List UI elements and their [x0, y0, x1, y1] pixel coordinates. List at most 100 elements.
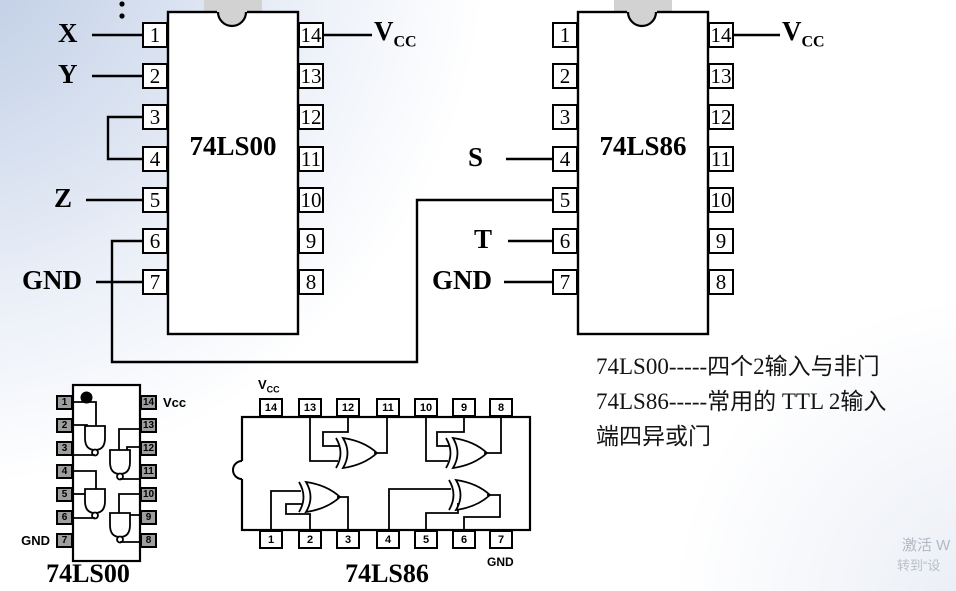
vcc-sub: CC: [266, 384, 280, 395]
label-gnd-ls86: GND: [432, 265, 492, 295]
small-ls00-pin-12: 12: [140, 441, 157, 456]
xor-gate-4: [454, 478, 492, 512]
small-ls86-gnd-label: GND: [487, 555, 514, 569]
ls86-chip-body: [576, 0, 710, 336]
ls00-pin-11: 11: [298, 146, 324, 172]
ls86-pin-13: 13: [708, 63, 734, 89]
label-y: Y: [58, 59, 78, 89]
ls86-pin-2: 2: [552, 63, 578, 89]
small-ls86-pin-6: 6: [452, 530, 476, 549]
small-ls00-pin-4: 4: [56, 464, 73, 479]
small-ls86-pin-14: 14: [259, 398, 283, 417]
small-ls86-pin-9: 9: [452, 398, 476, 417]
xor-gate-1: [341, 436, 379, 470]
ls00-pin-5: 5: [142, 187, 168, 213]
small-ls00-pin-8: 8: [140, 533, 157, 548]
small-ls86-pin-12: 12: [336, 398, 360, 417]
ls00-pin-6: 6: [142, 228, 168, 254]
small-ls00-body: [71, 383, 142, 563]
wire-pin6-to-ls86-pin5: [110, 198, 552, 364]
small-ls00-gates: [73, 401, 140, 544]
small-ls86-pin-2: 2: [298, 530, 322, 549]
small-ls00-pin-9: 9: [140, 510, 157, 525]
wire-pin3-pin4-bracket: [106, 115, 142, 161]
ls86-pin-11: 11: [708, 146, 734, 172]
ellipsis-dots: [119, 1, 125, 19]
ls00-pin-8: 8: [298, 269, 324, 295]
small-ls86-body: [232, 415, 532, 532]
label-vcc-ls86: VCC: [782, 16, 825, 51]
small-ls86-pin-10: 10: [414, 398, 438, 417]
small-ls86-pin-8: 8: [489, 398, 513, 417]
ls00-notch: [216, 11, 248, 28]
small-ls86-pin-5: 5: [414, 530, 438, 549]
ls00-pin-12: 12: [298, 104, 324, 130]
note-line-2: 74LS86-----常用的 TTL 2输入: [596, 389, 887, 414]
vcc-base: V: [782, 16, 802, 46]
small-ls00-pin-11: 11: [140, 464, 157, 479]
ls00-pin-14: 14: [298, 22, 324, 48]
ls86-pin-5: 5: [552, 187, 578, 213]
label-t: T: [474, 224, 493, 254]
ls00-pin-1: 1: [142, 22, 168, 48]
label-gnd-ls00: GND: [22, 265, 82, 295]
label-vcc-ls00: VCC: [374, 16, 417, 51]
note-line-3: 端四异或门: [596, 424, 711, 449]
ls00-pin-9: 9: [298, 228, 324, 254]
schematic-wires: [86, 33, 780, 364]
small-ls00-vcc-label: Vcc: [163, 395, 187, 410]
ls86-pin-6: 6: [552, 228, 578, 254]
xor-gate-2-backarc: [445, 437, 452, 469]
small-ls86-pin-4: 4: [376, 530, 400, 549]
small-ls00-title: 74LS00: [46, 559, 130, 588]
ls00-pin-4: 4: [142, 146, 168, 172]
nand-gate-4: [109, 512, 131, 538]
small-ls86-gates: [270, 416, 502, 530]
pin1-marker-dot: [80, 391, 93, 404]
ls86-pin-1: 1: [552, 22, 578, 48]
ls86-pin-3: 3: [552, 104, 578, 130]
small-ls00-pin-7: 7: [56, 533, 73, 548]
ls00-pin-3: 3: [142, 104, 168, 130]
ls00-pin-10: 10: [298, 187, 324, 213]
vcc-sub: CC: [393, 33, 417, 51]
ls86-chip-name: 74LS86: [599, 131, 687, 161]
small-ls00-pin-6: 6: [56, 510, 73, 525]
small-ls86-pin-1: 1: [259, 530, 283, 549]
vcc-base: V: [374, 16, 394, 46]
small-ls86-pin-7: 7: [489, 530, 513, 549]
small-ls00-pin-3: 3: [56, 441, 73, 456]
small-ls86-title: 74LS86: [345, 559, 429, 588]
ls86-pin-9: 9: [708, 228, 734, 254]
activation-watermark-line-2: 转到“设: [897, 558, 941, 573]
ls86-pin-4: 4: [552, 146, 578, 172]
ls00-pin-7: 7: [142, 269, 168, 295]
ls86-pin-10: 10: [708, 187, 734, 213]
small-ls00-pin-1: 1: [56, 395, 73, 410]
xor-gate-3: [304, 480, 342, 514]
ls86-pin-7: 7: [552, 269, 578, 295]
label-x: X: [58, 18, 78, 48]
small-ls86-vcc-label: VCC: [258, 377, 280, 395]
xor-gate-2: [451, 436, 489, 470]
xor-gate-4-backarc: [448, 479, 455, 511]
note-line-1: 74LS00-----四个2输入与非门: [596, 354, 880, 379]
ls00-pin-2: 2: [142, 63, 168, 89]
ls86-notch: [626, 11, 658, 28]
small-ls86-pin-3: 3: [336, 530, 360, 549]
small-ls00-pin-13: 13: [140, 418, 157, 433]
xor-gate-3-backarc: [298, 481, 305, 513]
ls00-pin-13: 13: [298, 63, 324, 89]
small-ls86-notch: [232, 460, 243, 480]
small-ls86-pin-11: 11: [376, 398, 400, 417]
small-ls00-pin-14: 14: [140, 395, 157, 410]
ls00-chip-body: [166, 0, 300, 336]
label-z: Z: [54, 183, 73, 213]
nand-gate-1: [84, 425, 106, 451]
vcc-sub: CC: [801, 33, 825, 51]
xor-gate-1-backarc: [335, 437, 342, 469]
activation-watermark-line-1: 激活 W: [902, 537, 951, 554]
small-ls00-pin-5: 5: [56, 487, 73, 502]
